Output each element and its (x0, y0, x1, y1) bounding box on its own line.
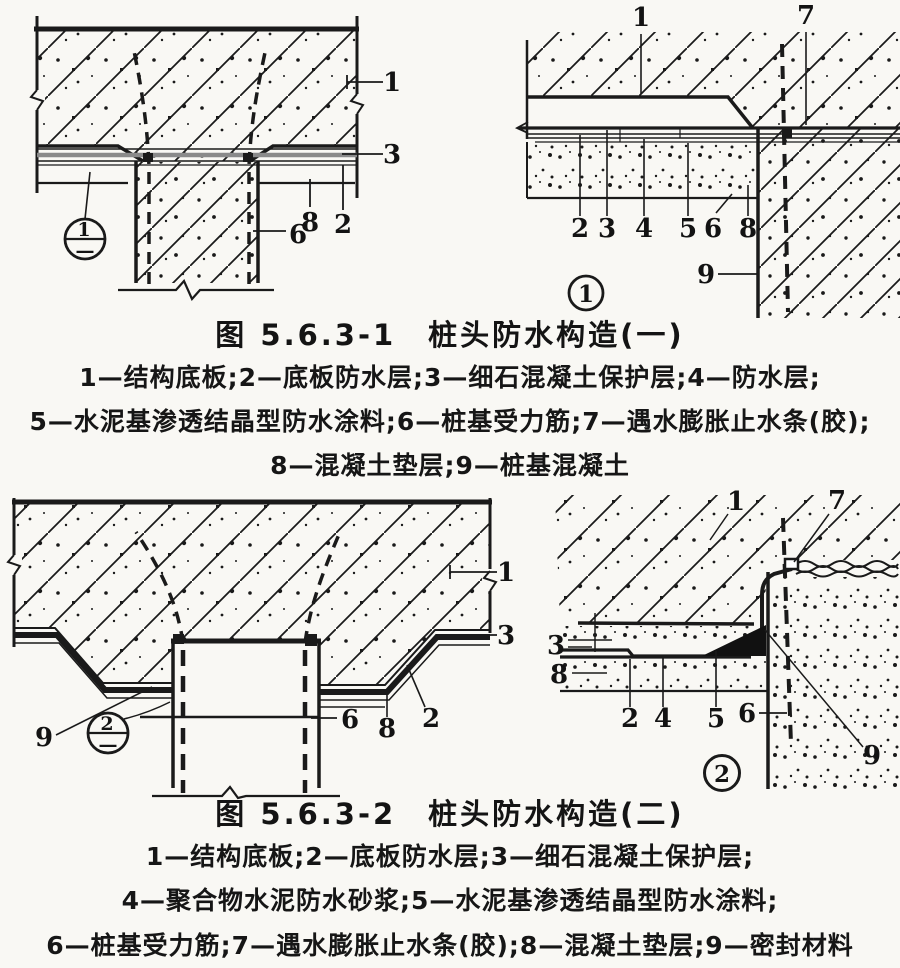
cushion-layer (526, 142, 758, 200)
callouts: 1 3 2 8 6 (253, 68, 401, 250)
rebar-dashed-left (134, 531, 185, 644)
waterstop-dot-right (243, 153, 253, 162)
callout-3: 3 (497, 621, 515, 651)
figure2-caption: 图 5.6.3-2 桩头防水构造(二) (215, 797, 685, 831)
detail-number-circle: 2 (703, 754, 741, 792)
callout-2: 2 (334, 210, 352, 240)
structural-slab (6, 498, 498, 685)
section-mark-sheet: — (99, 734, 118, 756)
waterproof-layers (37, 148, 357, 185)
callout-5: 5 (679, 214, 697, 244)
rebar-dashed-right (303, 531, 342, 644)
callout-1: 1 (632, 3, 650, 33)
callout-5: 5 (707, 704, 725, 734)
callout-6: 6 (738, 699, 756, 729)
callout-9: 9 (697, 260, 715, 290)
section-mark: 2 — (86, 701, 171, 756)
callout-8: 8 (378, 714, 396, 744)
callout-1: 1 (383, 68, 401, 98)
waterstop-dot-right (305, 634, 317, 646)
pile (118, 45, 274, 302)
callout-7: 7 (828, 486, 846, 516)
figure1-left-diagram: 1 3 2 8 6 1 — (29, 16, 401, 302)
callout-6: 6 (341, 705, 359, 735)
figure1-caption: 图 5.6.3-1 桩头防水构造(一) (215, 318, 685, 352)
callout-3: 3 (383, 140, 401, 170)
figure1-legend-line3: 8—混凝土垫层;9—桩基混凝土 (270, 451, 630, 480)
callout-8: 8 (739, 214, 757, 244)
waterstop-dot (782, 128, 792, 138)
pile-concrete (756, 43, 900, 318)
callout-4: 4 (654, 704, 672, 734)
callout-6: 6 (704, 214, 722, 244)
pile-concrete (766, 517, 900, 789)
rebar-dashed (781, 517, 793, 745)
callout-8: 8 (301, 208, 319, 238)
detail-number: 2 (714, 761, 730, 788)
waterstop-dot-left (173, 634, 184, 644)
membrane-upturn (760, 567, 793, 656)
section-mark: 1 — (63, 171, 107, 262)
callouts: 1 7 2 3 4 5 6 8 9 (571, 1, 815, 290)
callout-2: 2 (621, 704, 639, 734)
pile-head (134, 531, 348, 800)
figure2-legend-line3: 6—桩基受力筋;7—遇水膨胀止水条(胶);8—混凝土垫层;9—密封材料 (46, 931, 854, 960)
figure2-left-diagram: 1 3 2 8 6 9 2 — (6, 498, 515, 800)
sealant-triangle (702, 625, 766, 656)
waterproof-layers (14, 627, 490, 719)
callout-8: 8 (550, 660, 568, 690)
detail-number: 1 (578, 281, 594, 308)
membrane-layers (560, 567, 793, 659)
callouts: 1 7 3 8 2 4 5 6 9 (547, 486, 881, 771)
callout-9: 9 (863, 741, 881, 771)
callout-3: 3 (598, 214, 616, 244)
figure1-legend-line2: 5—水泥基渗透结晶型防水涂料;6—桩基受力筋;7—遇水膨胀止水条(胶); (29, 407, 871, 436)
structural-slab (525, 32, 900, 139)
waterstop-dot-left (143, 153, 153, 162)
callout-1: 1 (497, 558, 515, 588)
structural-slab (555, 495, 900, 626)
section-mark-number: 2 (100, 713, 113, 735)
figure2-legend-line2: 4—聚合物水泥防水砂浆;5—水泥基渗透结晶型防水涂料; (121, 886, 779, 915)
figure1-right-diagram: 1 7 2 3 4 5 6 8 9 1 (514, 1, 900, 318)
callout-6: 6 (289, 220, 307, 250)
callout-2: 2 (571, 214, 589, 244)
section-mark-sheet: — (76, 240, 95, 262)
callout-9: 9 (35, 723, 53, 753)
swelling-waterstop (783, 557, 899, 578)
callout-7: 7 (797, 1, 815, 31)
protective-layer (560, 626, 754, 647)
figure1-legend-line1: 1—结构底板;2—底板防水层;3—细石混凝土保护层;4—防水层; (79, 363, 821, 392)
structural-slab (29, 16, 365, 198)
cushion-layer (560, 660, 769, 693)
callout-1: 1 (727, 487, 745, 517)
detail-number-circle: 1 (567, 274, 605, 312)
callout-2: 2 (422, 704, 440, 734)
callouts: 1 3 2 8 6 9 (35, 558, 515, 753)
figure2-legend-line1: 1—结构底板;2—底板防水层;3—细石混凝土保护层; (145, 842, 755, 871)
callout-3: 3 (547, 631, 565, 661)
figure2-right-diagram: 1 7 3 8 2 4 5 6 9 2 (547, 486, 900, 792)
section-mark-number: 1 (77, 219, 90, 241)
rebar-dashed (780, 43, 790, 313)
callout-4: 4 (635, 214, 653, 244)
